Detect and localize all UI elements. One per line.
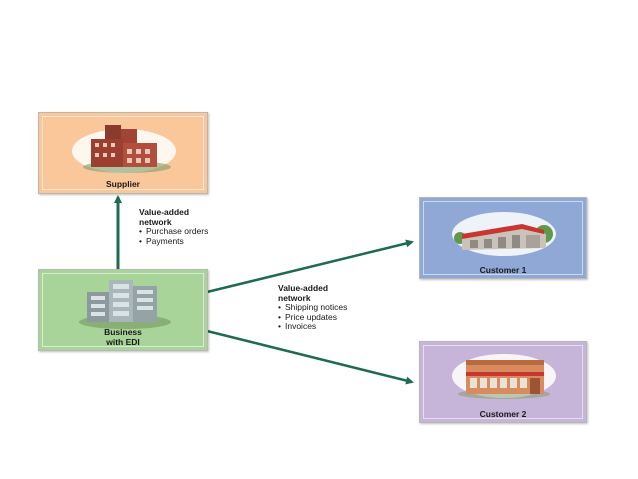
- customer-network-note: Value-added network Shipping notices Pri…: [278, 283, 347, 332]
- business-box: Business with EDI: [38, 269, 208, 351]
- warehouse-icon: [452, 212, 556, 256]
- edi-diagram: Supplier Business with EDI: [37, 103, 587, 425]
- supplier-label: Supplier: [105, 179, 140, 189]
- list-item: Payments: [139, 236, 208, 247]
- customer-1-label: Customer 1: [479, 265, 527, 275]
- office-building-icon: [79, 280, 171, 329]
- arrow-to-customer-2: [206, 329, 414, 385]
- list-item: Shipping notices: [278, 302, 347, 313]
- supplier-network-title: Value-added network: [139, 207, 190, 227]
- customer-2-box: Customer 2: [419, 341, 587, 423]
- customer-1-box: Customer 1: [419, 197, 587, 279]
- customer-2-label: Customer 2: [479, 409, 527, 419]
- factory-icon: [72, 125, 176, 173]
- list-item: Price updates: [278, 312, 347, 323]
- supplier-network-note: Value-added network Purchase orders Paym…: [139, 207, 208, 247]
- store-building-icon: [452, 354, 556, 399]
- supplier-box: Supplier: [38, 112, 208, 194]
- list-item: Purchase orders: [139, 226, 208, 237]
- business-label: Business with EDI: [104, 327, 142, 347]
- connection-arrows: [114, 195, 414, 385]
- customer-network-title: Value-added network: [278, 283, 329, 303]
- list-item: Invoices: [278, 321, 347, 332]
- arrow-to-customer-1: [206, 239, 414, 294]
